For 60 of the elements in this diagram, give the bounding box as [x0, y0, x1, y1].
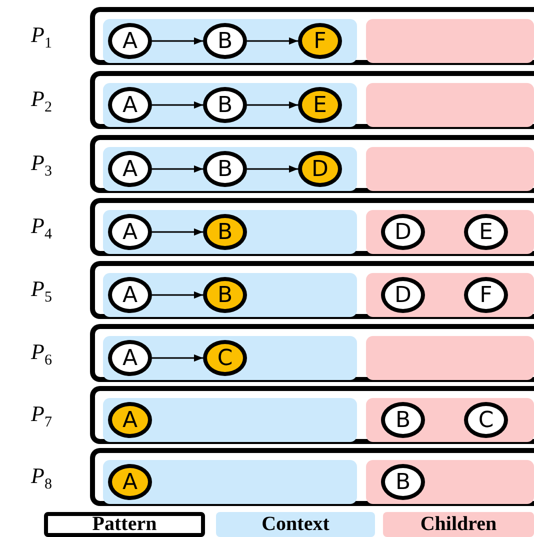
row-label: P$_{3}$: [31, 150, 52, 180]
children-band: [366, 273, 534, 317]
context-band: [103, 19, 357, 63]
context-band: [103, 336, 357, 380]
arrow: [152, 354, 203, 362]
node-circle: A: [108, 340, 152, 376]
highlighted-node-circle: C: [203, 340, 247, 376]
children-band: [366, 398, 534, 442]
node-circle: B: [203, 151, 247, 187]
node-circle: E: [464, 214, 508, 250]
highlighted-node-circle: E: [298, 87, 342, 123]
row-label: P$_{5}$: [31, 276, 52, 306]
children-band: [366, 83, 534, 127]
node-circle: D: [381, 214, 425, 250]
arrow: [152, 165, 203, 173]
node-circle: B: [381, 402, 425, 438]
context-band: [103, 398, 357, 442]
highlighted-node-circle: F: [298, 23, 342, 59]
legend-swatch: Children: [383, 512, 534, 537]
context-band: [103, 83, 357, 127]
node-circle: A: [108, 277, 152, 313]
children-band: [366, 147, 534, 191]
node-circle: D: [381, 277, 425, 313]
highlighted-node-circle: D: [298, 151, 342, 187]
arrow: [247, 37, 298, 45]
context-band: [103, 460, 357, 504]
highlighted-node-circle: A: [108, 464, 152, 500]
context-band: [103, 273, 357, 317]
node-circle: A: [108, 87, 152, 123]
row-label: P$_{2}$: [31, 86, 52, 116]
node-circle: B: [381, 464, 425, 500]
node-circle: A: [108, 23, 152, 59]
node-circle: A: [108, 151, 152, 187]
arrow: [152, 291, 203, 299]
node-circle: B: [203, 87, 247, 123]
node-circle: F: [464, 277, 508, 313]
row-label: P$_{1}$: [31, 22, 52, 52]
arrow: [152, 101, 203, 109]
arrow: [152, 228, 203, 236]
children-band: [366, 336, 534, 380]
row-label: P$_{6}$: [31, 339, 52, 370]
highlighted-node-circle: B: [203, 277, 247, 313]
arrow: [152, 37, 203, 45]
arrow: [247, 101, 298, 109]
context-band: [103, 210, 357, 254]
node-circle: C: [464, 402, 508, 438]
row-label: P$_{7}$: [31, 401, 52, 432]
node-circle: A: [108, 214, 152, 250]
children-band: [366, 460, 534, 504]
arrow: [247, 165, 298, 173]
row-label: P$_{4}$: [31, 213, 52, 244]
children-band: [366, 210, 534, 254]
legend-swatch: Pattern: [44, 512, 205, 537]
row-label: P$_{8}$: [31, 463, 52, 494]
highlighted-node-circle: B: [203, 214, 247, 250]
children-band: [366, 19, 534, 63]
node-circle: B: [203, 23, 247, 59]
context-band: [103, 147, 357, 191]
highlighted-node-circle: A: [108, 402, 152, 438]
legend-swatch: Context: [216, 512, 375, 537]
